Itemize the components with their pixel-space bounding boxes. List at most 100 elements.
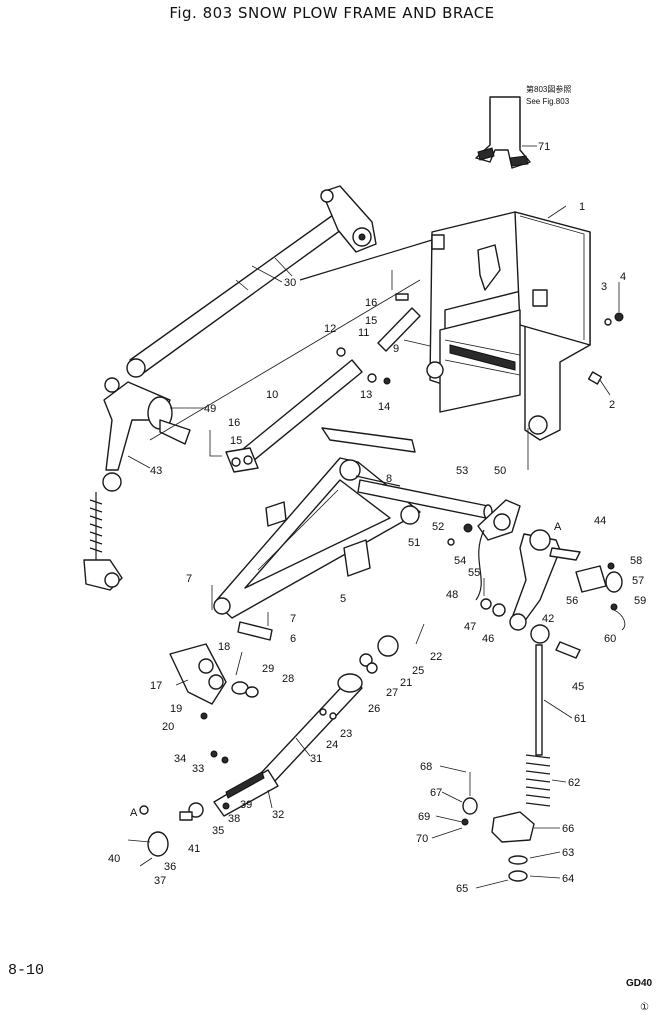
callout-54: 54 [454,555,466,567]
part-31-lower-arm [213,623,425,817]
callout-69: 69 [418,811,430,823]
callout-33: 33 [192,763,204,775]
part-5-a-frame [213,427,421,619]
callout-42: 42 [542,613,554,625]
callout-40: 40 [108,853,120,865]
part-61-spring-rod [525,624,581,807]
callout-17: 17 [150,680,162,692]
callout-51: 51 [408,537,420,549]
callout-45: 45 [572,681,584,693]
callout-44: 44 [594,515,606,527]
part-50-bracket [447,499,521,601]
ref-note-en: See Fig.803 [526,97,570,106]
callout-70: 70 [416,833,428,845]
callout-60: 60 [604,633,616,645]
callout-27: 27 [386,687,398,699]
part-43-bellcrank [83,377,191,591]
callout-34: 34 [174,753,186,765]
callout-13: 13 [360,389,372,401]
callout-4: 4 [620,271,626,283]
callout-14: 14 [378,401,390,413]
callout-30: 30 [284,277,296,289]
callout-50: 50 [494,465,506,477]
callout-21: 21 [400,677,412,689]
part-11-pin-group [336,270,431,385]
callout-7: 7 [186,573,192,585]
callout-37: 37 [154,875,166,887]
callout-61: 61 [574,713,586,725]
callout-18: 18 [218,641,230,653]
callout-56: 56 [566,595,578,607]
callout-64: 64 [562,873,574,885]
callout-2: 2 [609,399,615,411]
callout-9: 9 [393,343,399,355]
callout-66: 66 [562,823,574,835]
part-2-bolt [587,371,611,396]
callout-59: 59 [634,595,646,607]
callout-62: 62 [568,777,580,789]
callout-20: 20 [162,721,174,733]
callout-71: 71 [538,141,550,153]
callout-63: 63 [562,847,574,859]
callout-16: 16 [365,297,377,309]
callout-19: 19 [170,703,182,715]
part-17-bracket [169,643,259,720]
callout-67: 67 [430,787,442,799]
callout-32: 32 [272,809,284,821]
callout-24: 24 [326,739,338,751]
callout-12: 12 [324,323,336,335]
callout-29: 29 [262,663,274,675]
callout-55: 55 [468,567,480,579]
part-30-upper-arm [126,185,377,378]
callout-35: 35 [212,825,224,837]
callout-36: 36 [164,861,176,873]
callout-15: 15 [365,315,377,327]
callout-38: 38 [228,813,240,825]
part-10-rod [209,359,363,473]
page-number: 8-10 [8,962,45,979]
callout-5: 5 [340,593,346,605]
callout-1: 1 [579,201,585,213]
part-42-bellcrank [480,529,581,631]
callout-41: 41 [188,843,200,855]
part-3-4-nut-bolt [604,282,624,326]
callout-53: 53 [456,465,468,477]
callout-25: 25 [412,665,424,677]
callout-labels: 1 2 3 4 5 6 7 7 8 9 10 11 12 13 14 15 15… [108,141,646,895]
callout-10: 10 [266,389,278,401]
callout-28: 28 [282,673,294,685]
callout-26: 26 [368,703,380,715]
part-1-main-frame [299,211,591,441]
callout-68: 68 [420,761,432,773]
callout-7b: 7 [290,613,296,625]
part-36-end-fitting-group [127,750,273,867]
callout-11: 11 [358,327,369,339]
callout-46: 46 [482,633,494,645]
callout-A-left: A [130,807,138,819]
callout-3: 3 [601,281,607,293]
callout-43: 43 [150,465,162,477]
part-71-bracket [475,96,531,169]
callout-52: 52 [432,521,444,533]
sheet-mark: ① [640,1002,649,1013]
part-6-pin [211,585,273,641]
phantom-line [149,279,421,441]
callout-39: 39 [240,799,252,811]
callout-31: 31 [310,753,322,765]
figure-title: Fig. 803 SNOW PLOW FRAME AND BRACE [169,4,495,22]
callout-57: 57 [632,575,644,587]
callout-6: 6 [290,633,296,645]
callout-A-right: A [554,521,562,533]
callout-58: 58 [630,555,642,567]
part-66-bracket [461,772,535,882]
callout-15b: 15 [230,435,242,447]
model-code: GD40 [626,978,653,989]
callout-47: 47 [464,621,476,633]
callout-22: 22 [430,651,442,663]
part-56-bushing-group [575,562,626,631]
callout-16b: 16 [228,417,240,429]
callout-65: 65 [456,883,468,895]
ref-note-jp: 第803図参照 [526,84,571,94]
callout-48: 48 [446,589,458,601]
